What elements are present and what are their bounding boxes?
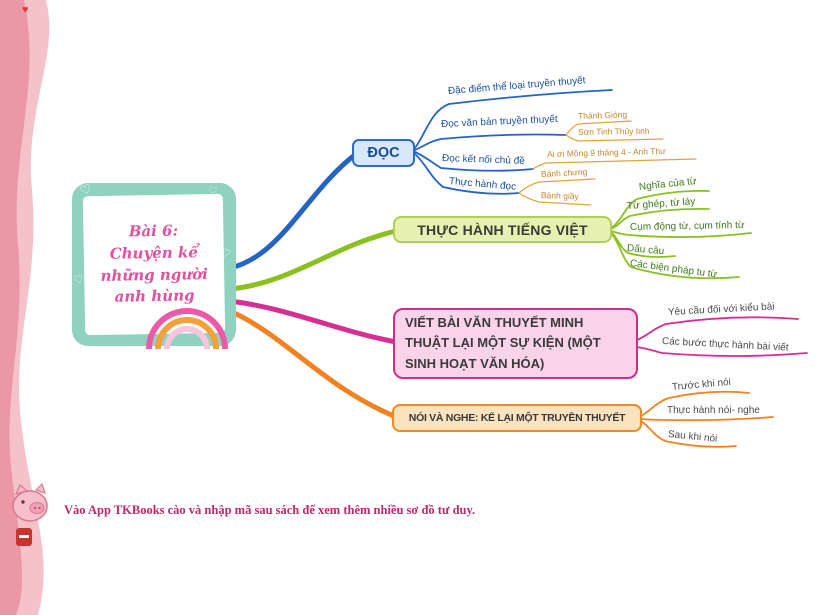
branch-node-doc: ĐỌC xyxy=(352,139,415,167)
branch-node-thuc-hanh-tieng-viet: THỰC HÀNH TIẾNG VIỆT xyxy=(393,216,612,243)
doc-sub-line-2 xyxy=(414,133,567,151)
heart-icon: ♥ xyxy=(22,4,29,16)
subtopic-banh-giay: Bánh giầy xyxy=(540,190,579,202)
subtopic-thuc-hanh-noi-nghe: Thực hành nói- nghe xyxy=(667,405,760,416)
heart-doodle-icon: ♡ xyxy=(77,180,94,199)
branch-line-noi-nghe xyxy=(227,308,399,420)
viet-sub-line-2 xyxy=(636,346,808,357)
heart-doodle-icon: ♡ xyxy=(218,244,233,262)
branch-line-doc xyxy=(227,151,359,271)
branch-node-noi-va-nghe: NÓI VÀ NGHE: KỂ LẠI MỘT TRUYỀN THUYẾT xyxy=(392,404,642,432)
tv-sub-line-3 xyxy=(610,230,752,238)
noi-sub-line-1 xyxy=(640,390,750,417)
doc-sub2-child-line-2 xyxy=(565,134,664,142)
branch-node-viet-bai-van: VIẾT BÀI VĂN THUYẾT MINH THUẬT LẠI MỘT S… xyxy=(393,308,638,379)
doc-sub4-child-line-2 xyxy=(518,192,592,206)
subtopic-thanh-giong: Thánh Gióng xyxy=(577,109,628,121)
heart-doodle-icon: ♡ xyxy=(85,317,97,331)
tv-sub-line-1 xyxy=(610,190,710,229)
noi-sub-line-3 xyxy=(640,420,737,448)
tv-sub-line-5 xyxy=(610,232,740,280)
central-topic-title: Bài 6: Chuyện kể những người anh hùng xyxy=(100,221,208,306)
pig-mascot-icon xyxy=(12,482,48,522)
doc-sub4-child-line-1 xyxy=(518,178,596,194)
branch-line-tieng-viet xyxy=(227,228,399,292)
viet-sub-line-1 xyxy=(636,316,799,341)
publisher-logo xyxy=(16,528,32,546)
subtopic-son-tinh-thuy-tinh: Sơn Tinh Thủy tinh xyxy=(577,125,650,137)
subtopic-cum-dong-tu: Cụm động từ, cụm tính từ xyxy=(629,220,745,233)
rainbow-doodle-icon xyxy=(146,308,228,350)
footer-note: Vào App TKBooks cào và nhập mã sau sách … xyxy=(64,503,476,517)
doc-sub-line-4 xyxy=(414,153,520,195)
tv-sub-line-4 xyxy=(610,231,676,258)
branch-line-viet xyxy=(227,298,399,345)
tv-sub-line-2 xyxy=(610,207,710,230)
doc-sub2-child-line-1 xyxy=(565,120,632,136)
noi-sub-line-2 xyxy=(640,416,774,422)
doc-sub-line-1 xyxy=(414,89,613,149)
doc-sub3-child-line-1 xyxy=(532,158,697,170)
left-decoration-inner xyxy=(0,0,30,615)
doc-sub-line-3 xyxy=(414,151,534,172)
